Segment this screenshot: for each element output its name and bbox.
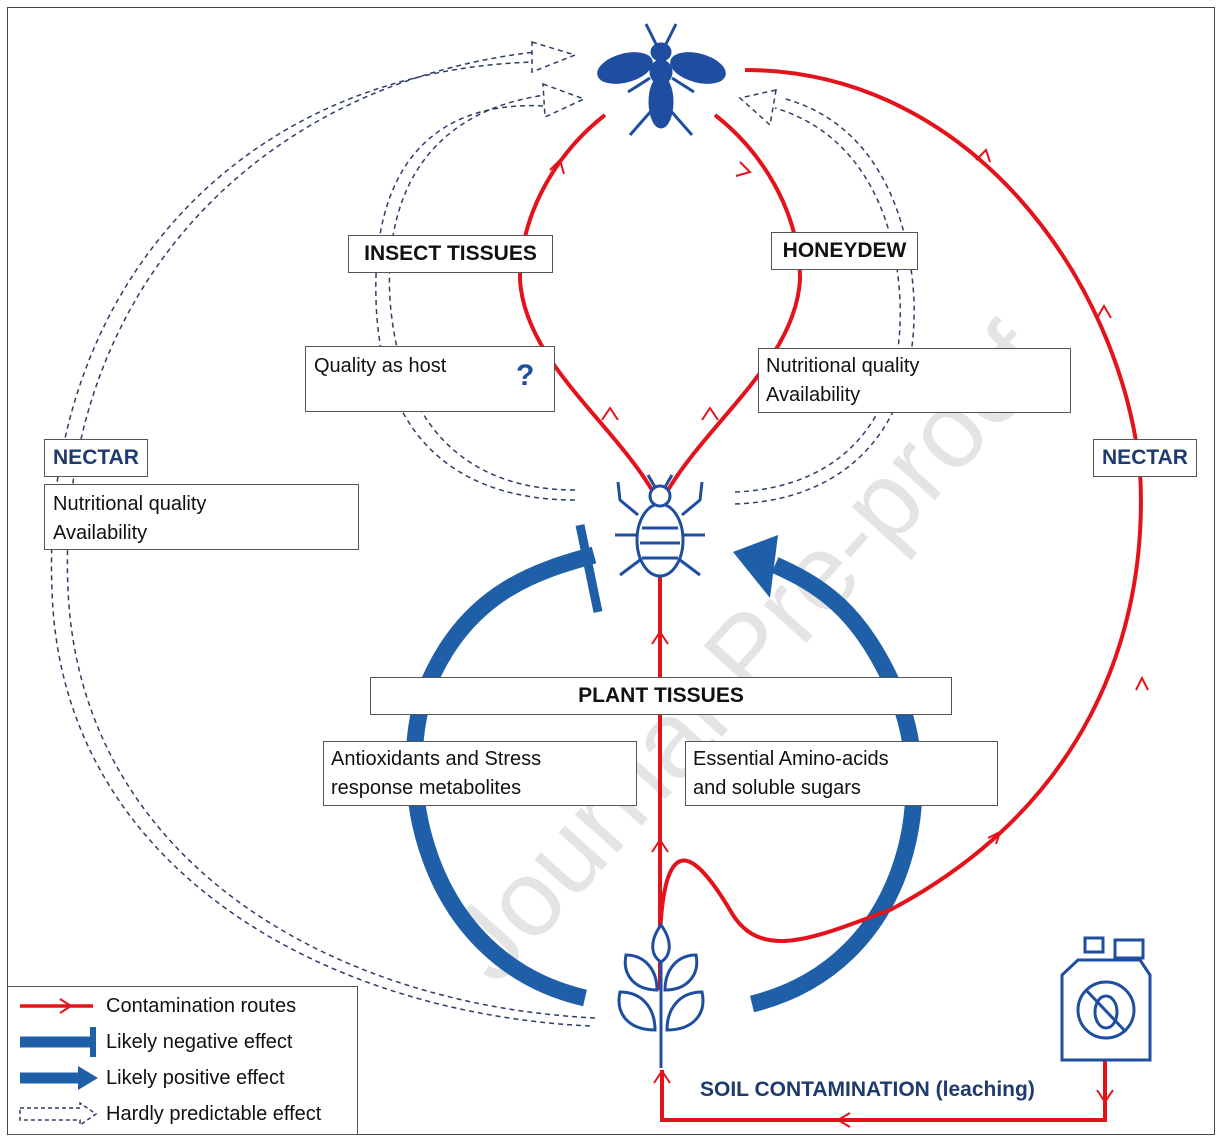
quality-host-text: Quality as host <box>314 355 447 377</box>
legend-hardly-predictable-icon <box>19 1101 98 1127</box>
legend-label-negative: Likely negative effect <box>106 1031 293 1053</box>
legend: Contamination routes Likely negative eff… <box>8 986 358 1135</box>
soil-contamination-label: SOIL CONTAMINATION (leaching) <box>700 1078 1035 1101</box>
legend-negative-effect-icon <box>20 1027 96 1057</box>
hardly-predictable-arrow-left-outer <box>50 40 596 1027</box>
legend-positive-effect-icon <box>20 1066 98 1090</box>
antioxidants-line1: Antioxidants and Stress <box>331 748 542 770</box>
pesticide-canister-icon <box>1060 936 1152 1062</box>
plant-tissues-box: PLANT TISSUES <box>370 677 952 715</box>
amino-acids-line2: and soluble sugars <box>693 777 861 799</box>
aphid-icon <box>615 474 705 578</box>
hardly-predictable-arrow-right-inner <box>734 89 915 505</box>
legend-symbols <box>19 998 98 1127</box>
contamination-arrowheads <box>549 148 1149 1128</box>
hardly-predictable-arrow-left-inner <box>375 82 586 501</box>
antioxidants-panel: Antioxidants and Stress response metabol… <box>323 741 637 806</box>
parasitoid-wasp-icon <box>597 23 726 136</box>
plant-icon <box>617 922 705 1068</box>
quality-host-panel: Quality as host ? <box>305 346 555 412</box>
amino-acids-panel: Essential Amino-acids and soluble sugars <box>685 741 998 806</box>
legend-label-contamination: Contamination routes <box>106 995 297 1017</box>
legend-label-positive: Likely positive effect <box>106 1067 285 1089</box>
antioxidants-line2: response metabolites <box>331 777 522 799</box>
question-mark-icon: ? <box>516 359 535 392</box>
nutritional-quality-label: Nutritional quality <box>53 493 207 515</box>
legend-label-hardly-predictable: Hardly predictable effect <box>106 1103 322 1125</box>
availability-label: Availability <box>53 522 148 544</box>
positive-effect-arc <box>733 535 923 1013</box>
honeydew-effects-panel: Nutritional quality Availability <box>758 348 1071 413</box>
nutritional-quality-label: Nutritional quality <box>766 355 920 377</box>
nectar-left-box: NECTAR <box>44 439 148 477</box>
insect-tissues-box: INSECT TISSUES <box>348 235 553 273</box>
legend-red-arrow-icon <box>20 998 93 1014</box>
honeydew-box: HONEYDEW <box>771 232 918 270</box>
nectar-effects-panel: Nutritional quality Availability <box>44 484 359 550</box>
nectar-right-box: NECTAR <box>1093 439 1197 477</box>
amino-acids-line1: Essential Amino-acids <box>693 748 889 770</box>
availability-label: Availability <box>766 384 861 406</box>
